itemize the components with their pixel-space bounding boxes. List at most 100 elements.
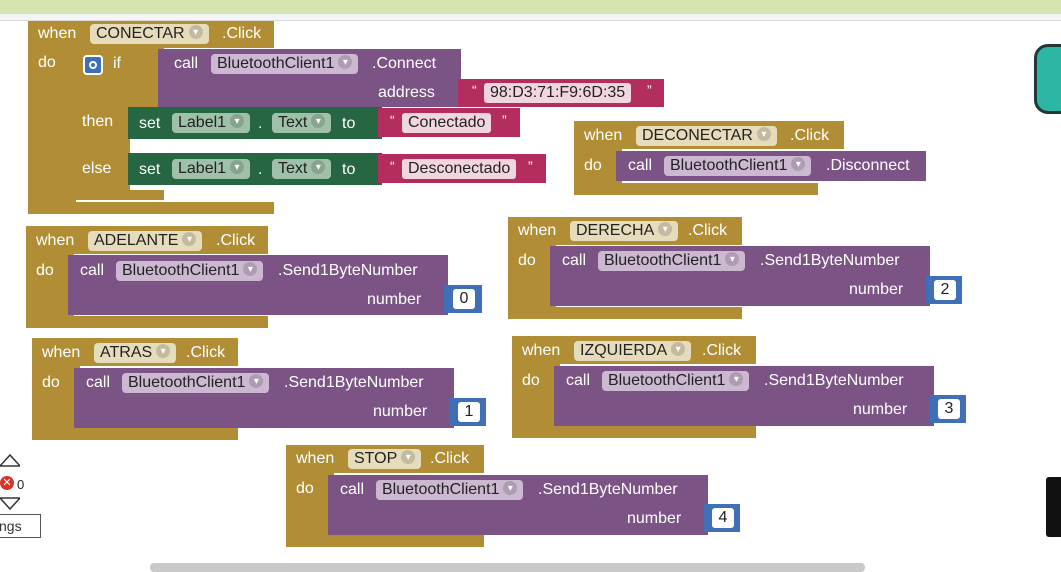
dropdown-caret-icon: ▾ — [243, 262, 258, 276]
gear-icon[interactable] — [83, 55, 103, 75]
bluetooth-component-name: BluetoothClient1 — [608, 372, 726, 389]
bluetooth-dropdown[interactable]: BluetoothClient1▾ — [116, 261, 264, 281]
dot-label: . — [258, 161, 263, 178]
set-then-block[interactable] — [128, 107, 382, 139]
do-label: do — [42, 374, 60, 391]
bluetooth-dropdown[interactable]: BluetoothClient1▾ — [211, 54, 359, 74]
warnings-settings-button[interactable]: ngs — [0, 514, 41, 538]
method-label: .Send1ByteNumber — [764, 372, 904, 389]
number-value[interactable]: 0 — [453, 289, 475, 309]
address-value[interactable]: 98:D3:71:F9:6D:35 — [484, 83, 632, 103]
bluetooth-dropdown[interactable]: BluetoothClient1▾ — [122, 373, 270, 393]
label-component-name: Label1 — [178, 114, 227, 131]
method-label: .Send1ByteNumber — [278, 262, 418, 279]
event-label: .Click — [702, 342, 742, 359]
warning-next-arrow-icon[interactable] — [0, 497, 20, 511]
component-dropdown-stop[interactable]: STOP▾ — [348, 449, 422, 469]
do-label: do — [296, 480, 314, 497]
label-dropdown[interactable]: Label1▾ — [172, 159, 251, 179]
then-value[interactable]: Conectado — [402, 113, 492, 133]
dropdown-caret-icon: ▾ — [503, 481, 518, 495]
dropdown-caret-icon: ▾ — [249, 374, 264, 388]
dropdown-caret-icon: ▾ — [311, 114, 326, 128]
component-dropdown-derecha[interactable]: DERECHA▾ — [570, 221, 679, 241]
number-param-label: number — [367, 291, 422, 308]
dropdown-caret-icon: ▾ — [671, 342, 686, 356]
number-value[interactable]: 4 — [712, 508, 734, 528]
dropdown-caret-icon: ▾ — [401, 450, 416, 464]
number-value[interactable]: 2 — [934, 280, 956, 300]
component-name: CONECTAR — [96, 25, 185, 42]
dropdown-caret-icon: ▾ — [756, 127, 771, 141]
bluetooth-dropdown[interactable]: BluetoothClient1▾ — [376, 480, 524, 500]
component-name: STOP — [354, 450, 398, 467]
dropdown-caret-icon: ▾ — [230, 114, 245, 128]
dropdown-caret-icon: ▾ — [725, 252, 740, 266]
label-dropdown[interactable]: Label1▾ — [172, 113, 251, 133]
trash-icon[interactable] — [1046, 477, 1061, 537]
number-param-label: number — [627, 510, 682, 527]
bluetooth-dropdown[interactable]: BluetoothClient1▾ — [598, 251, 746, 271]
event-label: .Click — [688, 222, 728, 239]
dropdown-caret-icon: ▾ — [729, 372, 744, 386]
number-value[interactable]: 3 — [938, 399, 960, 419]
number-param-label: number — [853, 401, 908, 418]
event-label: .Click — [216, 232, 256, 249]
bluetooth-component-name: BluetoothClient1 — [382, 481, 500, 498]
else-label: else — [82, 160, 112, 177]
component-name: ADELANTE — [94, 232, 179, 249]
horizontal-scrollbar[interactable] — [150, 563, 865, 572]
dropdown-caret-icon: ▾ — [230, 160, 245, 174]
event-label: .Click — [222, 25, 262, 42]
quote-open: “ — [472, 82, 477, 98]
method-label: .Disconnect — [826, 157, 910, 174]
component-dropdown-atras[interactable]: ATRAS▾ — [94, 343, 177, 363]
do-label: do — [584, 157, 602, 174]
warning-prev-arrow-icon[interactable] — [0, 453, 20, 467]
to-label: to — [342, 161, 356, 178]
do-label: do — [38, 54, 56, 71]
dropdown-caret-icon: ▾ — [182, 232, 197, 246]
bluetooth-component-name: BluetoothClient1 — [128, 374, 246, 391]
component-dropdown-adelante[interactable]: ADELANTE▾ — [88, 231, 203, 251]
call-label: call — [566, 372, 591, 389]
call-label: call — [340, 481, 365, 498]
method-label: .Connect — [372, 55, 437, 72]
bluetooth-component-name: BluetoothClient1 — [122, 262, 240, 279]
call-label: call — [86, 374, 111, 391]
property-dropdown[interactable]: Text▾ — [272, 159, 332, 179]
quote-close: ” — [528, 158, 533, 174]
number-param-label: number — [849, 281, 904, 298]
number-value[interactable]: 1 — [458, 402, 480, 422]
number-param-label: number — [373, 403, 428, 420]
component-name: ATRAS — [100, 344, 153, 361]
then-label: then — [82, 113, 114, 130]
component-dropdown-izquierda[interactable]: IZQUIERDA▾ — [574, 341, 692, 361]
backpack-icon[interactable] — [1034, 44, 1061, 114]
dropdown-caret-icon: ▾ — [311, 160, 326, 174]
quote-close: ” — [647, 82, 652, 98]
dropdown-caret-icon: ▾ — [156, 344, 171, 358]
property-name: Text — [278, 160, 308, 177]
quote-open: “ — [390, 112, 395, 128]
property-dropdown[interactable]: Text▾ — [272, 113, 332, 133]
else-value[interactable]: Desconectado — [402, 159, 517, 179]
call-label: call — [562, 252, 587, 269]
address-label: address — [378, 84, 435, 101]
component-name: DECONECTAR — [642, 127, 753, 144]
label-component-name: Label1 — [178, 160, 227, 177]
bluetooth-component-name: BluetoothClient1 — [217, 55, 335, 72]
when-label: when — [584, 127, 623, 144]
component-name: IZQUIERDA — [580, 342, 668, 359]
to-label: to — [342, 115, 356, 132]
dropdown-caret-icon: ▾ — [791, 157, 806, 171]
do-label: do — [518, 252, 536, 269]
quote-open: “ — [390, 158, 395, 174]
bluetooth-dropdown[interactable]: BluetoothClient1▾ — [602, 371, 750, 391]
bluetooth-dropdown[interactable]: BluetoothClient1▾ — [664, 156, 812, 176]
call-label: call — [80, 262, 105, 279]
set-label: set — [139, 115, 161, 132]
set-else-block[interactable] — [128, 153, 382, 185]
component-dropdown-deconectar[interactable]: DECONECTAR▾ — [636, 126, 777, 146]
component-dropdown-conectar[interactable]: CONECTAR▾ — [90, 24, 209, 44]
